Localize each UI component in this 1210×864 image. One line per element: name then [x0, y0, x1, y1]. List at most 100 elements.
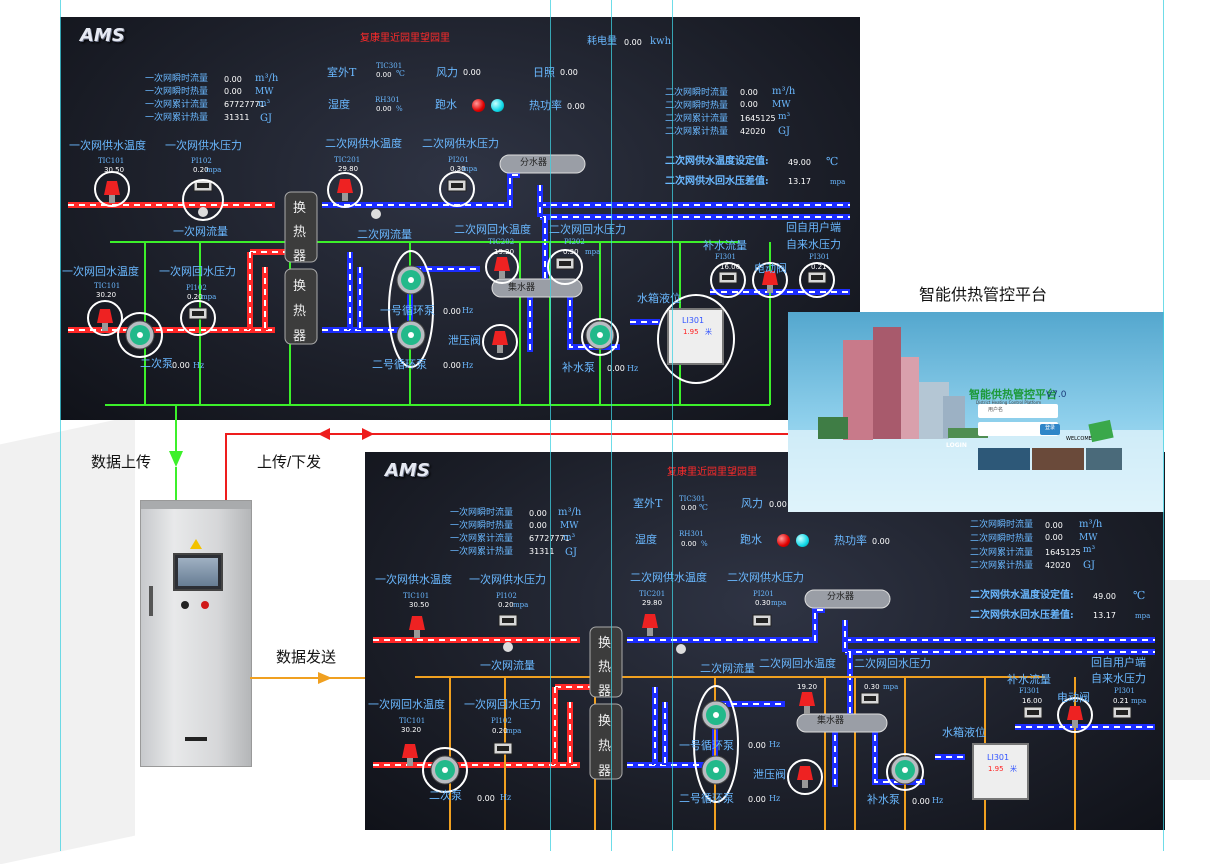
cabinet-handle	[149, 586, 153, 616]
p-stat-value-0b: 0.00	[529, 509, 547, 518]
p-stat-value-1b: 0.00	[529, 521, 547, 530]
s-supply-press-tag: PI201	[448, 156, 469, 164]
control-cabinet	[140, 500, 252, 767]
exchanger-char-1: 换	[293, 201, 307, 216]
p-return-temp-tag: TIC101	[94, 282, 121, 290]
s-stat-unit-2: m³	[778, 112, 791, 122]
s-stat-label-1b: 二次网瞬时热量	[970, 534, 1034, 544]
s-supply-temp-label: 二次网供水温度	[325, 137, 402, 150]
makeup-pump-hub	[597, 332, 603, 338]
humidity-tag: RH301	[375, 96, 400, 104]
circ1-value-b: 0.00	[748, 741, 766, 750]
s-stat-value-2: 1645125	[740, 114, 776, 123]
p-return-thermometer-stem	[407, 758, 413, 766]
pump2-label: 二次泵	[140, 357, 173, 370]
setpoint-value: 49.00	[788, 158, 811, 167]
exchanger-b-char-2: 热	[598, 660, 612, 675]
sun-label: 日照	[533, 66, 555, 79]
s-stat-unit-3b: GJ	[1083, 560, 1095, 571]
relief-valve-stem	[802, 780, 808, 788]
ring-s-return-temp	[485, 250, 519, 284]
leak-alarm-lamp	[472, 99, 485, 112]
switch-button[interactable]	[181, 601, 189, 609]
p-return-press-unit: mpa	[201, 293, 217, 301]
building-tower-3	[901, 357, 919, 439]
login-button-label[interactable]: 登录	[1045, 425, 1056, 431]
circ1-label-b: 一号循环泵	[679, 739, 734, 752]
makeup-flow-tag: FI301	[715, 253, 736, 261]
p-stat-value-2: 67727771	[224, 100, 265, 109]
hmi-screen[interactable]	[173, 553, 223, 591]
p-return-meter-display	[192, 311, 204, 316]
p-supply-press-unit: mpa	[206, 166, 222, 174]
outdoor-unit: ℃	[396, 69, 405, 78]
outdoor-unit-b: ℃	[699, 503, 708, 512]
p-return-press-value-b: 0.20	[492, 727, 508, 735]
tap-press-label: 自来水压力	[786, 238, 841, 251]
pump2-unit-b: Hz	[500, 793, 512, 802]
username-field[interactable]: 用户名	[988, 407, 1004, 413]
p-supply-temp-tag: TIC101	[98, 157, 125, 165]
s-flow-label-b: 二次网流量	[700, 662, 755, 675]
p-stat-unit-0: m³/h	[255, 73, 279, 84]
setpoint-label: 二次网供水温度设定值:	[665, 156, 769, 167]
ring-p-return-temp	[87, 300, 123, 336]
platform-login-panel: 智能供热管控平台 V7.0 District Heating Control P…	[788, 312, 1164, 512]
p-return-thermometer	[402, 744, 418, 758]
ring-makeup-flow	[710, 262, 746, 298]
upload-arrow	[169, 451, 183, 467]
p-flow-label-b: 一次网流量	[480, 659, 535, 672]
makeup-flow-value: 16.00	[720, 263, 741, 271]
s-stat-unit-0: m³/h	[772, 86, 796, 97]
makeup-pump-value-b: 0.00	[912, 797, 930, 806]
leak-status-lamp-b	[796, 534, 809, 547]
p-return-press-value: 0.20	[187, 293, 203, 301]
login-button[interactable]	[1040, 424, 1060, 435]
circ2-value-b: 0.00	[748, 795, 766, 804]
s-stat-value-3: 42020	[740, 127, 766, 136]
ring-p-supply-temp	[94, 171, 130, 207]
collector-label-b: 集水器	[817, 716, 845, 726]
s-stat-label-2b: 二次网累计流量	[970, 548, 1034, 558]
relief-valve	[492, 331, 508, 345]
heat-eff-label: 热功率	[529, 99, 562, 112]
updown-arrow-right	[362, 428, 374, 440]
p-supply-meter-display	[197, 183, 209, 188]
humidity-label-b: 湿度	[635, 533, 657, 546]
ring-pump2	[422, 747, 468, 793]
s-supply-press-value-b: 0.30	[755, 599, 771, 607]
circ2-label-b: 二号循环泵	[679, 792, 734, 805]
outdoor-tag: TIC301	[376, 62, 403, 70]
s-supply-thermometer-stem	[647, 628, 653, 636]
diffp-unit: mpa	[830, 178, 846, 186]
upload-label: 数据上传	[91, 454, 152, 471]
s-supply-press-label-b: 二次网供水压力	[727, 571, 804, 584]
updown-arrow-left	[318, 428, 330, 440]
stop-button[interactable]	[201, 601, 209, 609]
p-supply-temp-value: 30.50	[104, 166, 125, 174]
makeup-pump-value: 0.00	[607, 364, 625, 373]
heat-eff-value: 0.00	[567, 102, 585, 111]
s-stat-unit-0b: m³/h	[1079, 519, 1103, 530]
p-return-press-unit-b: mpa	[506, 727, 522, 735]
secondary-supply-pipe-flow	[627, 609, 825, 641]
tap-press-value: 0.21	[811, 263, 827, 271]
p-supply-press-label: 一次网供水压力	[165, 139, 242, 152]
power-label: 耗电量	[587, 36, 617, 47]
s-stat-label-3b: 二次网累计热量	[970, 561, 1034, 571]
s-return-press-unit-b: mpa	[883, 683, 899, 691]
s-return-thermometer	[799, 692, 815, 706]
s-stat-unit-2b: m³	[1083, 545, 1096, 555]
p-supply-meter-display	[502, 618, 514, 623]
exchanger-b-char-1b: 换	[598, 714, 612, 729]
s-return-meter-display	[559, 261, 571, 266]
p-supply-temp-tag-b: TIC101	[403, 592, 430, 600]
ring-pump2	[117, 312, 163, 358]
p-supply-temp-label-b: 一次网供水温度	[375, 573, 452, 586]
p-return-thermometer	[97, 309, 113, 323]
ring-tank	[657, 294, 735, 384]
p-stat-label-2: 一次网累计流量	[145, 100, 209, 110]
s-supply-meter-display	[756, 618, 768, 623]
circ-pump-2-hub	[408, 332, 414, 338]
p-supply-thermometer-stem	[109, 195, 115, 203]
